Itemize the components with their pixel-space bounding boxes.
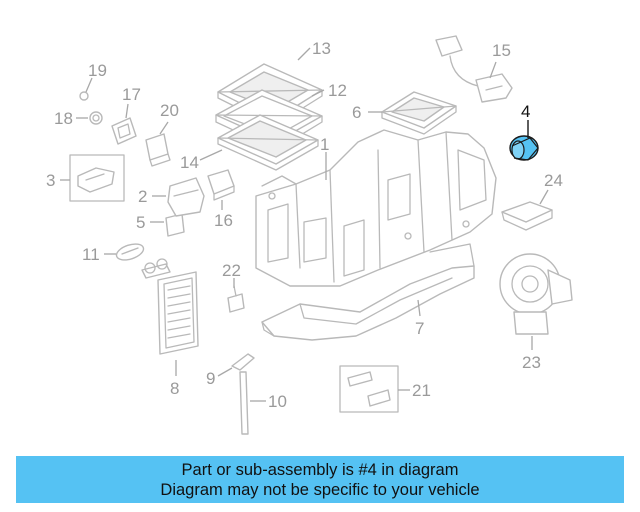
part-19-seal [79,77,93,101]
callout-14: 14 [180,153,199,172]
exploded-view-svg: 1 2 3 4 5 6 7 8 9 10 11 12 13 14 15 16 1… [46,35,573,435]
callout-21: 21 [412,381,431,400]
part-22-actuator [227,278,245,313]
part-1-main-housing [255,129,497,287]
callout-17: 17 [122,85,141,104]
part-21-kit [339,365,410,413]
callout-4: 4 [521,102,530,121]
part-15-harness [435,35,513,103]
parts-diagram: 1 2 3 4 5 6 7 8 9 10 11 12 13 14 15 16 1… [46,35,573,435]
part-7-lower-duct [261,243,475,341]
callout-16: 16 [214,211,233,230]
callout-11: 11 [82,245,100,264]
callout-8: 8 [170,379,179,398]
callout-2: 2 [138,187,147,206]
part-20-cover [145,121,171,167]
part-3-kit [60,154,125,202]
part-10-drain-tube [239,371,266,435]
banner-line-disclaimer: Diagram may not be specific to your vehi… [160,481,480,499]
callout-20: 20 [160,101,179,120]
callout-1: 1 [320,135,329,154]
part-5-bracket [150,213,185,237]
callout-5: 5 [136,213,145,232]
callout-15: 15 [492,41,511,60]
part-8-heater-core [141,258,199,376]
part-9-clip [217,353,255,377]
banner-line-part: Part or sub-assembly is #4 in diagram [181,461,459,479]
info-banner: Part or sub-assembly is #4 in diagram Di… [16,456,624,503]
part-14-lower-frame [199,114,319,171]
part-23-blower-motor [499,253,573,350]
callout-23: 23 [522,353,541,372]
callout-3: 3 [46,171,55,190]
part-11-sensor [104,243,145,261]
part-17-switch [111,103,137,145]
callout-7: 7 [415,319,424,338]
callout-22: 22 [222,261,241,280]
part-18-ring [76,111,103,125]
part-24-module [501,189,553,231]
callout-19: 19 [88,61,107,80]
callout-18: 18 [54,109,73,128]
callout-9: 9 [206,369,215,388]
part-2-damper [152,177,205,217]
callout-13: 13 [312,39,331,58]
callout-10: 10 [268,392,287,411]
callout-6: 6 [352,103,361,122]
callout-12: 12 [328,81,347,100]
callout-24: 24 [544,171,563,190]
part-4-highlighted [509,120,539,161]
part-6-top-cover [368,91,457,135]
part-16-motor [207,169,235,210]
